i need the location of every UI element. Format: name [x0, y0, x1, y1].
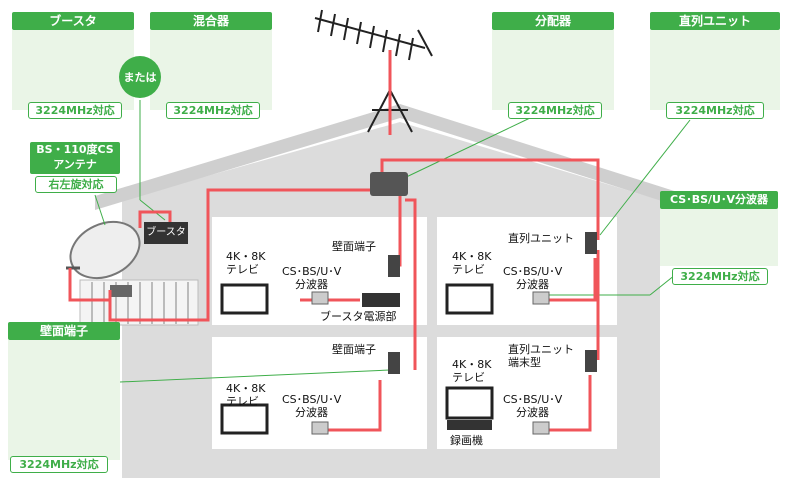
coax-cables — [68, 50, 600, 432]
room-tl-split-1: CS･BS/U･V — [282, 265, 342, 278]
booster-power-label: ブースタ電源部 — [320, 310, 397, 323]
room-tr-split-1: CS･BS/U･V — [503, 265, 563, 278]
dish-note: 右左旋対応 — [35, 176, 117, 193]
wall-terminal-spec: 3224MHz対応 — [10, 456, 108, 473]
room-tr-split-2: 分波器 — [516, 278, 549, 291]
room-terminals — [388, 232, 597, 374]
wall-terminal-panel — [8, 340, 120, 460]
yagi-antenna — [314, 9, 433, 61]
divider-spec: 3224MHz対応 — [508, 102, 602, 119]
booster-spec: 3224MHz対応 — [28, 102, 122, 119]
mixer-tag: 混合器 — [150, 12, 272, 30]
bs-dish — [66, 220, 141, 297]
splitter-product-spec: 3224MHz対応 — [672, 268, 768, 285]
room-bl-tv-2: テレビ — [226, 395, 259, 408]
splitters — [311, 291, 550, 435]
room-tl-tv-1: 4K・8K — [226, 250, 266, 263]
room-br-unit-1: 直列ユニット — [508, 343, 574, 356]
splitter-product-panel — [660, 208, 778, 266]
room-tl-tv-2: テレビ — [226, 263, 259, 276]
room-bl-wall-label: 壁面端子 — [332, 343, 376, 356]
splitter-product-tag: CS･BS/U･V分波器 — [660, 191, 778, 209]
room-br-tv-2: テレビ — [452, 371, 485, 384]
mixer-panel — [150, 30, 272, 110]
room-tr-tv-2: テレビ — [452, 263, 485, 276]
mixer-spec: 3224MHz対応 — [166, 102, 260, 119]
room-tl-wall-label: 壁面端子 — [332, 240, 376, 253]
room-bl-split-2: 分波器 — [295, 406, 328, 419]
room-br-recorder: 録画機 — [450, 434, 483, 447]
room-tr-tv-1: 4K・8K — [452, 250, 492, 263]
room-br-split-2: 分波器 — [516, 406, 549, 419]
divider-panel — [492, 30, 614, 110]
booster-power-unit — [362, 293, 400, 307]
booster-tag: ブースタ — [12, 12, 134, 30]
room-br-unit-2: 端末型 — [508, 356, 541, 369]
or-badge: または — [119, 56, 161, 98]
room-tl-split-2: 分波器 — [295, 278, 328, 291]
inline-unit-tag: 直列ユニット — [650, 12, 780, 30]
room-br-tv-1: 4K・8K — [452, 358, 492, 371]
divider-tag: 分配器 — [492, 12, 614, 30]
dish-line-2: アンテナ — [53, 158, 97, 171]
room-bl-tv-1: 4K・8K — [226, 382, 266, 395]
dish-title: BS・110度CS アンテナ — [30, 142, 120, 174]
inline-unit-panel — [650, 30, 780, 110]
room-tr-unit-label: 直列ユニット — [508, 232, 574, 245]
room-br-split-1: CS･BS/U･V — [503, 393, 563, 406]
room-bl-split-1: CS･BS/U･V — [282, 393, 342, 406]
dish-line-1: BS・110度CS — [36, 143, 114, 156]
recorder-image — [447, 420, 492, 430]
tvs — [220, 283, 494, 435]
attic-divider — [370, 172, 408, 196]
attic-booster: ブースタ — [144, 222, 188, 244]
inline-unit-spec: 3224MHz対応 — [666, 102, 764, 119]
booster-panel — [12, 30, 134, 110]
wall-terminal-tag: 壁面端子 — [8, 322, 120, 340]
leader-lines — [94, 100, 691, 383]
